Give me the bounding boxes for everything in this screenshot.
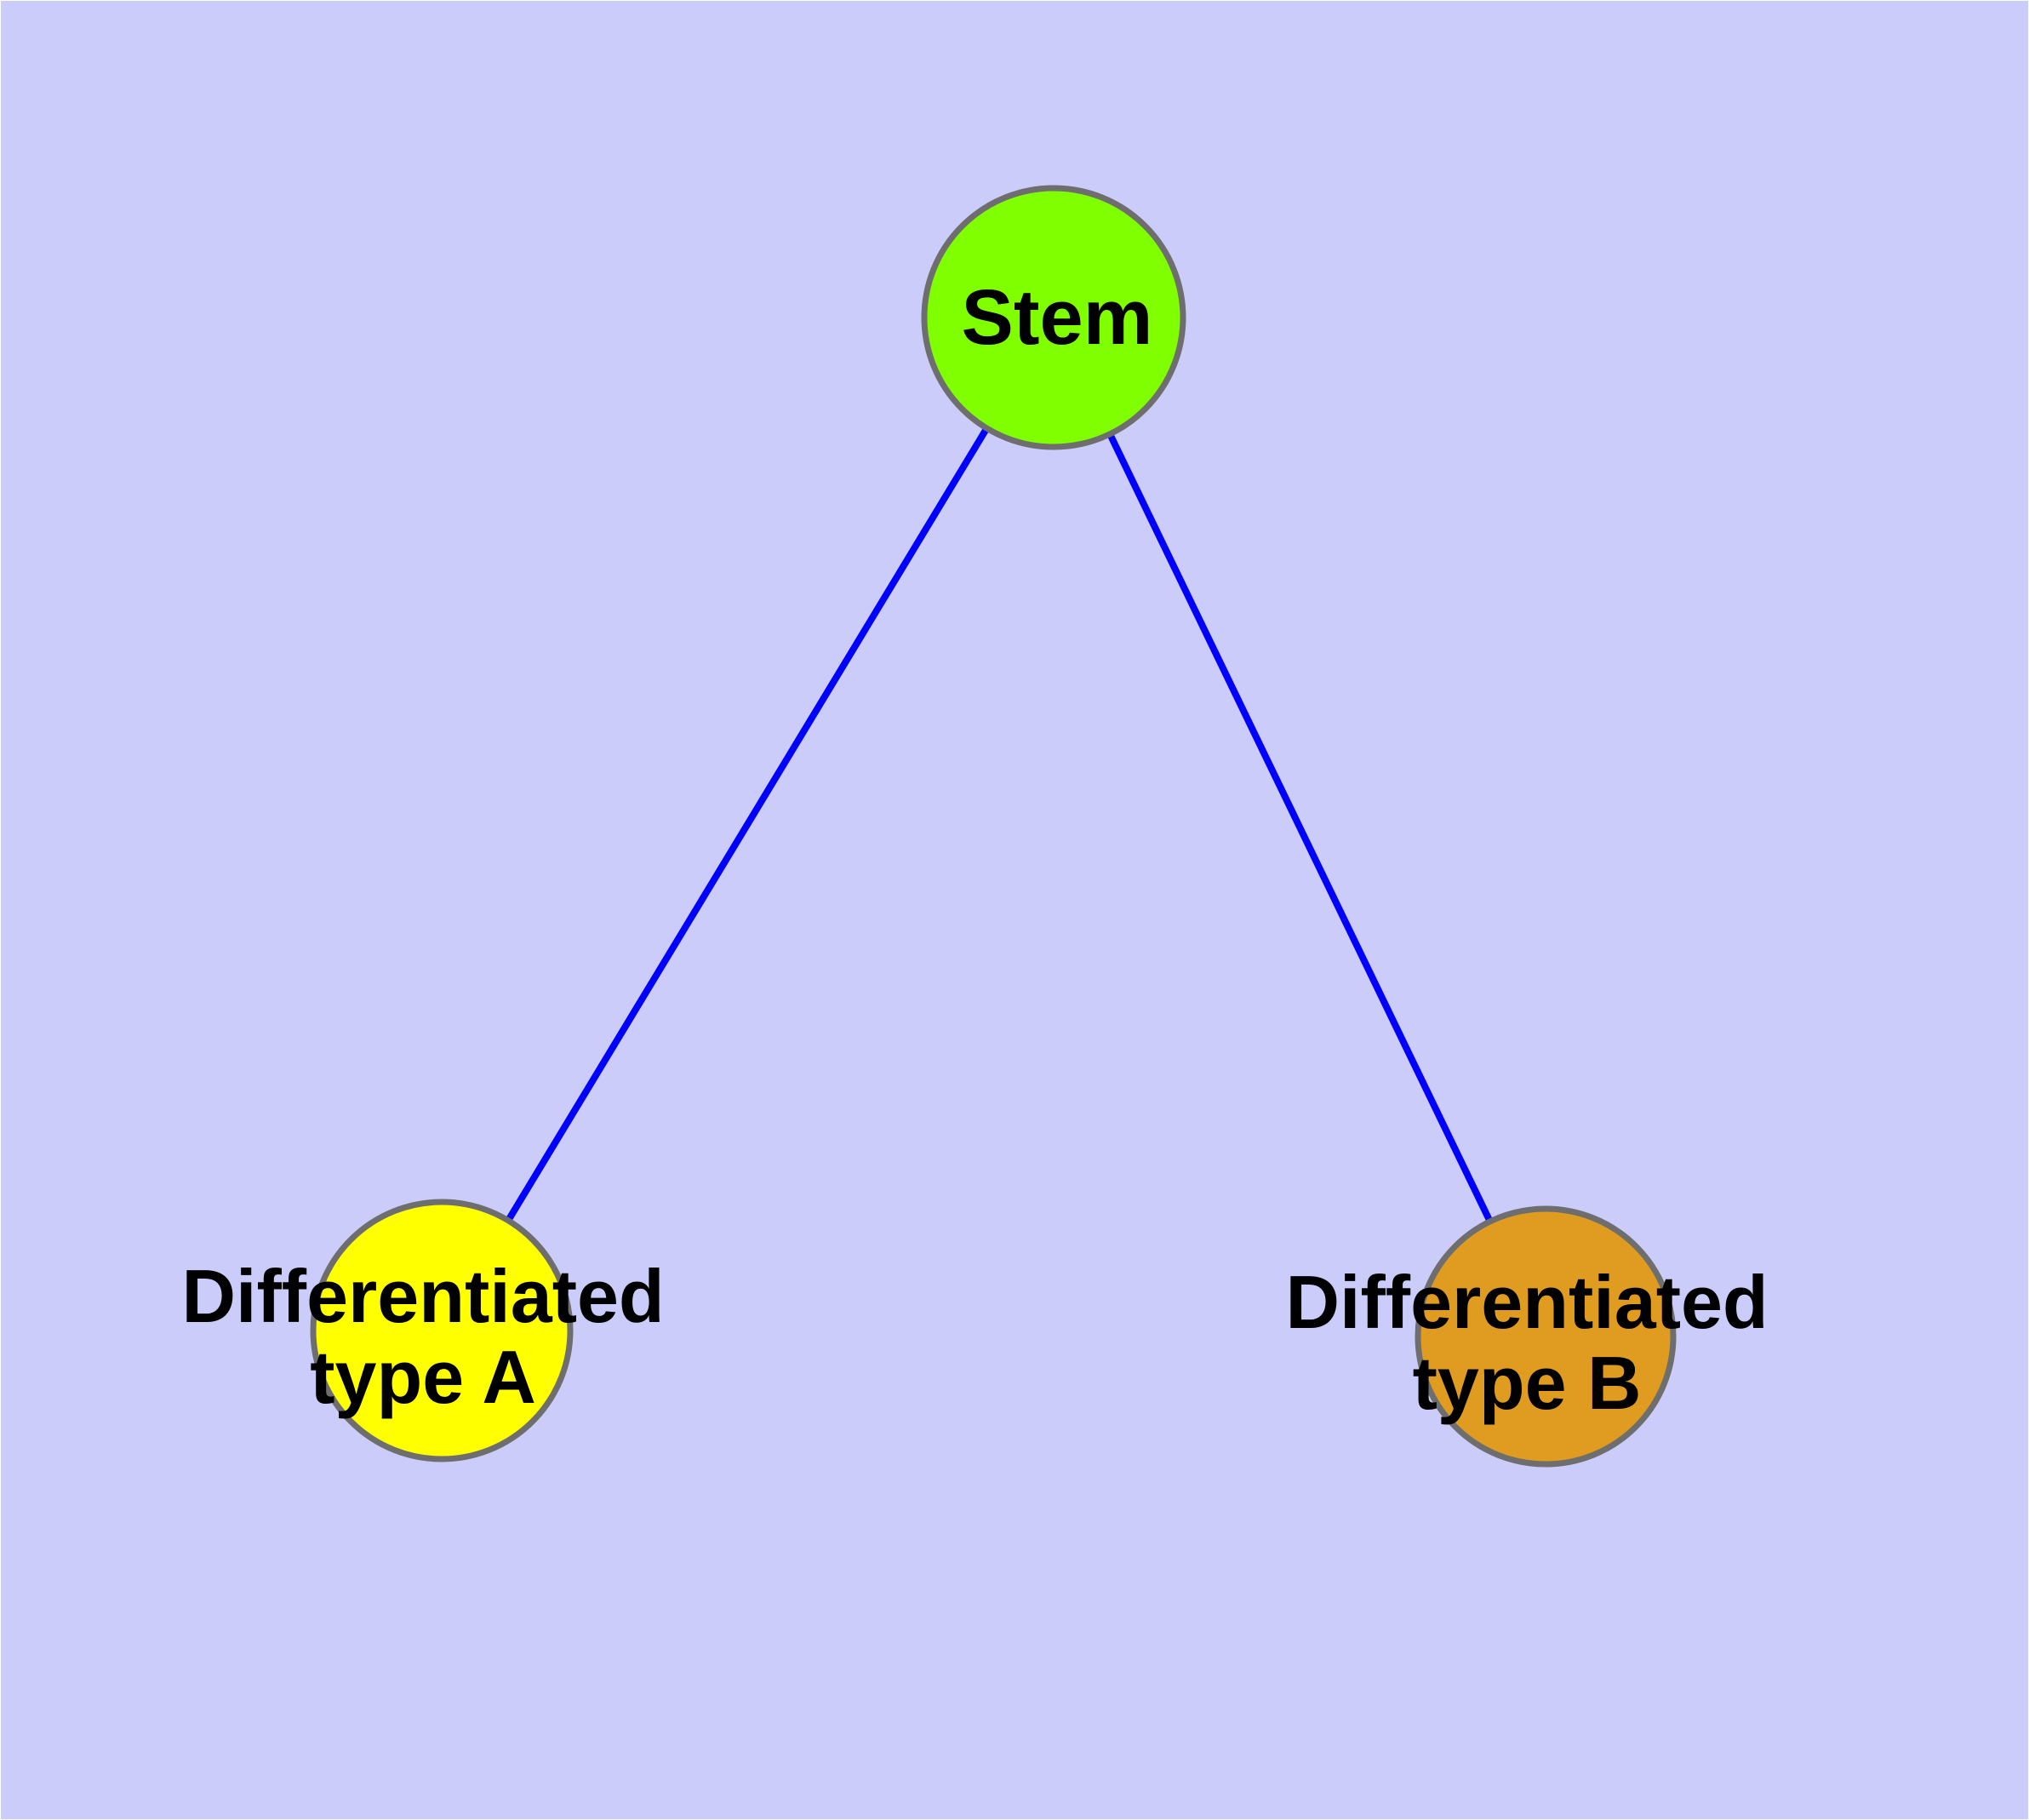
node-label-line: Stem — [961, 273, 1153, 361]
graph-edge-stem-to-diff-b[interactable] — [1050, 316, 1549, 1338]
node-label-line: Differentiated — [181, 1254, 665, 1338]
node-label-line: Differentiated — [1285, 1260, 1769, 1344]
node-label-line: type A — [310, 1335, 536, 1420]
edge-layer — [438, 315, 1549, 1338]
node-label-stem: Stem — [961, 273, 1153, 361]
graph-node-diff-a[interactable] — [310, 1199, 574, 1462]
graph-node-stem[interactable] — [921, 185, 1186, 450]
graph-edge-stem-to-diff-a[interactable] — [438, 315, 1057, 1333]
graph-node-diff-b[interactable] — [1415, 1205, 1677, 1468]
node-layer — [310, 185, 1677, 1468]
node-label-line: type B — [1412, 1341, 1642, 1426]
